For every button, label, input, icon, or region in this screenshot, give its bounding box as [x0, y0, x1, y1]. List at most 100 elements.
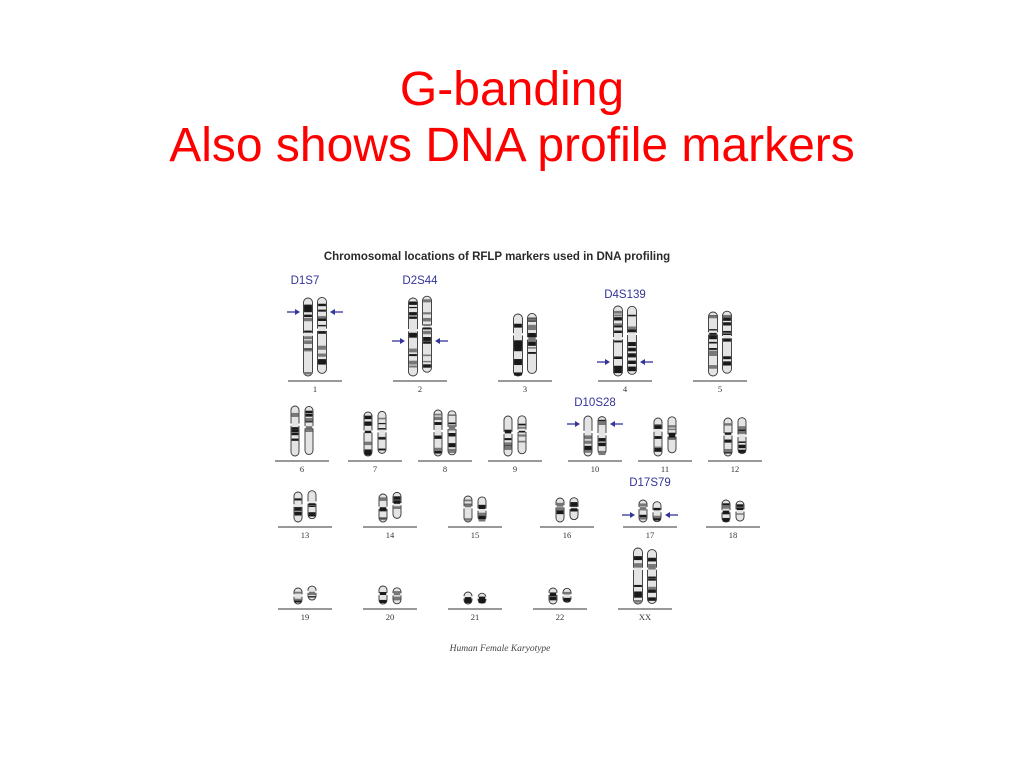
band: [448, 422, 456, 425]
band: [304, 349, 312, 352]
band: [364, 451, 372, 456]
band: [528, 324, 536, 329]
band: [448, 414, 456, 416]
karyotype-diagram: Chromosomal locations of RFLP markers us…: [275, 251, 762, 654]
band: [379, 497, 387, 501]
slide-title: G-banding Also shows DNA profile markers: [0, 62, 1024, 174]
centromere: [471, 596, 473, 599]
chromosome-number-label: 8: [443, 464, 447, 474]
band: [654, 436, 662, 439]
band: [736, 507, 744, 511]
chromosome-number-label: 22: [556, 612, 565, 622]
band: [378, 417, 386, 420]
band: [614, 365, 622, 370]
band: [528, 341, 536, 346]
band: [294, 591, 302, 594]
chromosome-number-label: 19: [301, 612, 310, 622]
marker-arrowhead: [630, 512, 635, 518]
band: [305, 413, 313, 417]
band: [528, 318, 536, 321]
band: [648, 589, 656, 593]
band: [304, 304, 312, 309]
chromosome-number-label: 11: [661, 464, 669, 474]
band: [409, 334, 417, 337]
band: [584, 440, 592, 444]
chromosome-number-label: 7: [373, 464, 377, 474]
band: [570, 503, 578, 507]
centromere: [477, 596, 479, 599]
band: [518, 423, 526, 426]
centromere: [485, 596, 487, 599]
chromosome-number-label: 12: [731, 464, 740, 474]
band: [634, 556, 642, 559]
centromere: [400, 503, 402, 506]
centromere: [646, 507, 648, 510]
band: [709, 332, 717, 335]
band: [448, 425, 456, 429]
band: [614, 340, 622, 343]
marker-arrowhead: [665, 512, 670, 518]
band: [308, 512, 316, 515]
centromere: [301, 504, 303, 507]
band: [628, 330, 636, 333]
band: [648, 576, 656, 579]
band: [504, 438, 512, 441]
centromere: [400, 593, 402, 596]
band: [318, 318, 326, 321]
marker-arrowhead: [295, 309, 300, 315]
band: [653, 507, 661, 511]
band: [628, 344, 636, 347]
band: [736, 513, 744, 515]
centromere: [635, 332, 637, 336]
band: [478, 596, 486, 601]
band: [464, 499, 472, 502]
band: [528, 327, 536, 331]
chromatid: [647, 549, 657, 604]
chromosome-pair-19: 19: [278, 585, 332, 622]
band: [478, 504, 486, 509]
chromatid: [723, 417, 733, 457]
chromatid: [392, 587, 402, 605]
chromatid: [627, 305, 637, 375]
band: [614, 310, 622, 314]
centromere: [716, 332, 718, 335]
centromere: [525, 429, 527, 432]
band: [304, 340, 312, 343]
chromosome-pair-7: 7: [348, 410, 402, 474]
centromere: [315, 501, 317, 504]
centromere: [363, 430, 365, 433]
marker-label: D1S7: [291, 275, 320, 287]
band: [648, 559, 656, 562]
band: [709, 315, 717, 319]
centromere: [303, 333, 305, 336]
centromere: [293, 504, 295, 507]
band: [409, 302, 417, 305]
centromere: [555, 505, 557, 508]
centromere: [613, 337, 615, 340]
band: [563, 591, 571, 595]
centromere: [378, 592, 380, 596]
chromosome-pair-8: 8: [418, 409, 472, 474]
centromere: [641, 567, 643, 570]
band: [379, 507, 387, 510]
band: [393, 506, 401, 509]
band: [364, 449, 372, 453]
centromere: [455, 426, 457, 429]
chromosome-pair-4: 4: [598, 305, 652, 394]
band: [639, 503, 647, 507]
band: [709, 335, 717, 340]
band: [614, 317, 622, 321]
band: [514, 340, 522, 343]
centromere: [647, 567, 649, 570]
marker-label: D17S79: [629, 477, 671, 489]
chromosome-number-label: 3: [523, 384, 527, 394]
chromosome-pair-1: 1: [288, 296, 342, 394]
band: [634, 591, 642, 595]
band: [409, 316, 417, 319]
band: [668, 438, 676, 440]
centromere: [416, 329, 418, 332]
centromere: [511, 431, 513, 434]
band: [634, 593, 642, 598]
band: [291, 415, 299, 417]
